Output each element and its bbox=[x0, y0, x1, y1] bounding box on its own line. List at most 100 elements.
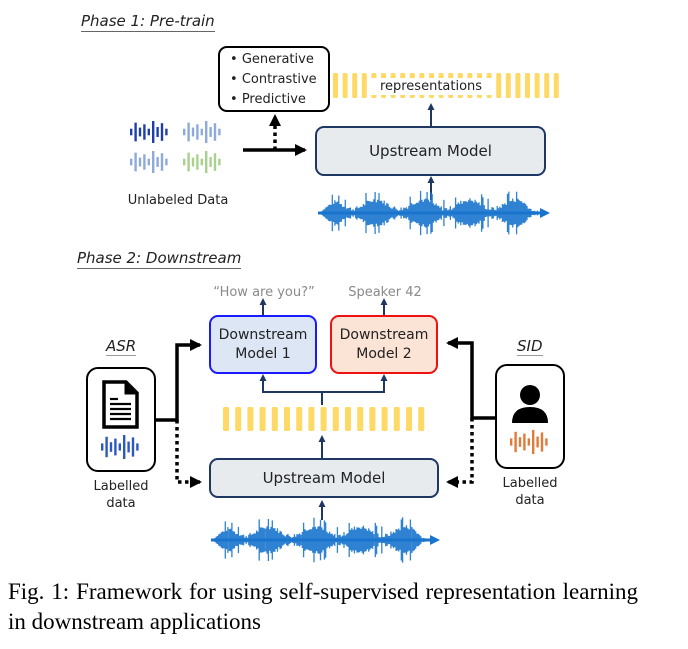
waveform-bar bbox=[160, 153, 164, 171]
representation-bar bbox=[369, 407, 376, 431]
waveform-bar bbox=[109, 442, 113, 452]
arrow-sid-dotted-to-upstream bbox=[446, 418, 474, 488]
waveform-bar bbox=[138, 127, 142, 137]
downstream-model-2-line2: Model 2 bbox=[356, 345, 412, 362]
waveform-bar bbox=[540, 432, 544, 452]
waveform-bar bbox=[152, 151, 155, 173]
representation-bar bbox=[271, 407, 278, 431]
waveform-bar bbox=[183, 128, 186, 136]
waveform-bar bbox=[138, 157, 142, 167]
objective-item: • Contrastive bbox=[230, 72, 317, 87]
waveform-bar bbox=[101, 443, 104, 451]
representation-bar bbox=[406, 407, 412, 431]
downstream-model-1-line2: Model 1 bbox=[235, 345, 291, 362]
arrow-representations-fork bbox=[262, 378, 385, 405]
phase2-title: Phase 2: Downstream bbox=[77, 249, 242, 269]
downstream-model-2-line1: Downstream bbox=[339, 326, 429, 343]
waveform-bar bbox=[147, 158, 150, 166]
waveform-bar bbox=[196, 154, 199, 170]
waveform-bar bbox=[545, 438, 548, 446]
representation-bar bbox=[320, 407, 327, 431]
representations-label: representations bbox=[370, 78, 492, 95]
representation-bar bbox=[393, 407, 400, 431]
representation-bar bbox=[296, 407, 303, 431]
waveform-bar bbox=[218, 128, 221, 136]
representation-bar bbox=[553, 73, 559, 98]
waveform-bar bbox=[205, 121, 208, 143]
representation-bar bbox=[534, 73, 540, 98]
representation-bar bbox=[496, 73, 502, 98]
asr-title: ASR bbox=[106, 337, 137, 356]
asr-waveform-icon bbox=[101, 435, 139, 459]
waveform-bar bbox=[205, 151, 208, 173]
waveform-bar bbox=[196, 124, 199, 140]
output-transcript: “How are you?” bbox=[213, 285, 315, 300]
representation-bar bbox=[361, 73, 367, 98]
waveform-bar bbox=[532, 430, 535, 454]
representation-bar bbox=[357, 407, 364, 431]
unlabeled-waveform-icons bbox=[130, 121, 221, 173]
representation-bar bbox=[259, 407, 266, 431]
waveform-bar bbox=[127, 441, 130, 453]
audio-waveform-phase2 bbox=[211, 517, 440, 563]
waveform-bar bbox=[209, 127, 212, 137]
waveform-bar bbox=[118, 443, 121, 451]
representation-bar bbox=[544, 73, 550, 98]
waveform-bar bbox=[191, 127, 195, 137]
waveform-bar bbox=[213, 153, 217, 171]
waveform-bar bbox=[134, 122, 137, 142]
waveform-bar bbox=[130, 158, 133, 166]
representation-bar bbox=[381, 407, 388, 431]
sid-title: SID bbox=[517, 337, 543, 356]
waveform-bar bbox=[191, 157, 195, 167]
representation-bar bbox=[332, 407, 339, 431]
representation-bars-phase2 bbox=[223, 407, 425, 431]
waveform-bar bbox=[510, 438, 513, 446]
waveform-bar bbox=[200, 128, 203, 136]
audio-waveform-phase1 bbox=[318, 190, 550, 236]
waveform-bar bbox=[131, 437, 135, 457]
objective-item: • Generative bbox=[230, 52, 314, 67]
document-icon bbox=[102, 380, 139, 429]
upstream-model-phase1: Upstream Model bbox=[315, 126, 546, 176]
representation-bar bbox=[342, 73, 348, 98]
person-icon bbox=[512, 385, 548, 423]
waveform-bar bbox=[123, 435, 126, 459]
waveform-bar bbox=[209, 157, 212, 167]
waveform-bar bbox=[136, 443, 139, 451]
arrow-sid-to-model2 bbox=[446, 337, 497, 420]
phase1-title: Phase 1: Pre-train bbox=[81, 12, 215, 32]
waveform-bar bbox=[536, 436, 539, 448]
objective-item: • Predictive bbox=[230, 92, 306, 107]
waveform-bar bbox=[523, 433, 526, 451]
waveform-bar bbox=[187, 152, 190, 172]
waveform-bar bbox=[165, 158, 168, 166]
waveform-bar bbox=[527, 438, 530, 446]
asr-labelled-data-card bbox=[86, 367, 156, 472]
waveform-bar bbox=[218, 158, 221, 166]
waveform-bar bbox=[160, 123, 164, 141]
representation-bar bbox=[235, 407, 242, 431]
waveform-tip bbox=[540, 208, 550, 218]
waveform-bar bbox=[156, 127, 159, 137]
representation-bar bbox=[308, 407, 315, 431]
representation-bar bbox=[345, 407, 351, 431]
arrow-asr-dotted-to-upstream bbox=[175, 420, 202, 488]
representation-bar bbox=[223, 407, 229, 431]
waveform-bar bbox=[518, 437, 522, 447]
arrow-asr-to-model1 bbox=[155, 339, 202, 422]
waveform-bar bbox=[200, 158, 203, 166]
waveform-bar bbox=[114, 438, 117, 456]
representation-bar bbox=[418, 407, 425, 431]
representation-bar bbox=[352, 73, 358, 98]
waveform-bar bbox=[514, 431, 517, 453]
representation-bar bbox=[284, 407, 290, 431]
representation-bar bbox=[333, 73, 338, 98]
waveform-bar bbox=[213, 123, 217, 141]
waveform-bar bbox=[165, 128, 168, 136]
waveform-bar bbox=[134, 152, 137, 172]
representation-bar bbox=[525, 73, 530, 98]
